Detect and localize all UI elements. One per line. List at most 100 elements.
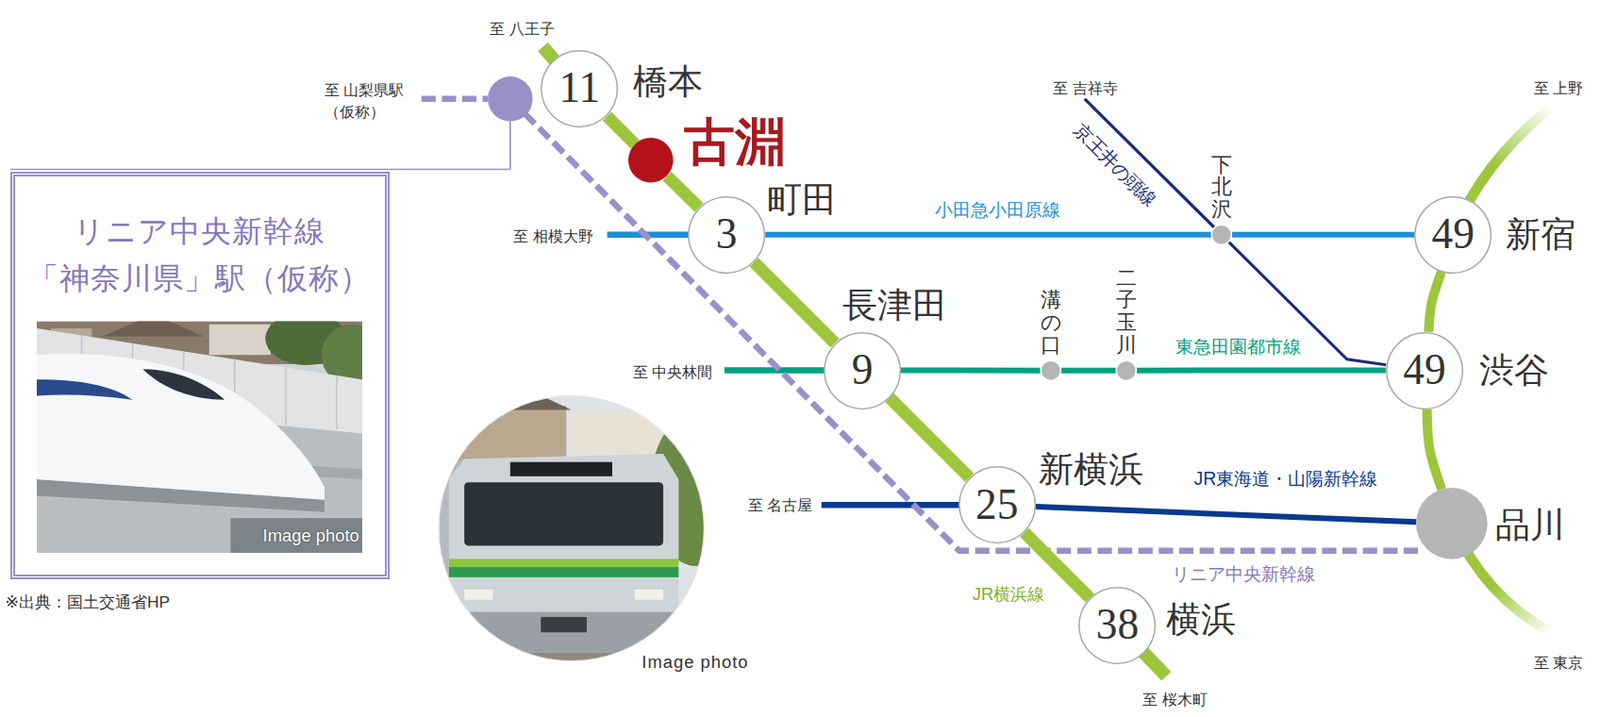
- map-label: 至 中央林間: [633, 360, 714, 383]
- callout-box: リニア中央新幹線 「神奈川県」駅（仮称） Image photo: [10, 171, 390, 581]
- train-photo-part: [464, 482, 664, 546]
- rail-line: [1427, 409, 1443, 490]
- rail-line: [1136, 367, 1386, 374]
- station-name: 渋谷: [1479, 350, 1550, 392]
- station-name: 町田: [766, 179, 837, 221]
- line-name: 小田急小田原線: [932, 198, 1064, 222]
- transfer-station: 溝の口: [1040, 360, 1062, 382]
- rail-line: [1232, 232, 1416, 238]
- map-label: 至 名古屋: [748, 494, 814, 517]
- train-photo-part: [540, 616, 587, 633]
- station-circle: 49新宿: [1414, 196, 1492, 274]
- train-photo-part: [634, 589, 664, 600]
- map-label: 至 山梨県駅 （仮称）: [324, 79, 427, 122]
- callout-title: リニア中央新幹線 「神奈川県」駅（仮称）: [15, 207, 385, 304]
- travel-minutes: 49: [1385, 332, 1464, 410]
- map-label: 至 吉祥寺: [1052, 77, 1118, 100]
- featured-station: 古淵: [628, 137, 674, 184]
- station-disc: [1415, 196, 1492, 273]
- station-name: 長津田: [842, 284, 948, 327]
- station-name: 横浜: [1166, 598, 1236, 640]
- station-name: 下北沢: [1211, 153, 1233, 221]
- line-name: 京王井の頭線: [1067, 117, 1163, 213]
- station-disc: [1416, 487, 1488, 560]
- train-photo-frame: [438, 395, 704, 661]
- linear-station-dot: [487, 76, 534, 122]
- station-disc: [824, 332, 901, 409]
- station-disc: [541, 50, 618, 128]
- station-circle: 9長津田: [823, 332, 901, 410]
- train-photo-part: [449, 612, 679, 653]
- map-label: 至 東京: [1533, 651, 1584, 674]
- maglev-photo-part-part: [284, 366, 287, 425]
- map-label: 至 相模大野: [513, 224, 594, 247]
- map-label: ※出典：国土交通省HP: [4, 590, 170, 614]
- travel-minutes: 38: [1078, 586, 1156, 665]
- station-shape: [628, 137, 674, 184]
- rail-line: [606, 116, 635, 145]
- station-name: 橋本: [633, 60, 703, 102]
- train-photo-part: [444, 379, 572, 410]
- station-circle: 3町田: [687, 196, 766, 274]
- station-name: 品川: [1495, 504, 1566, 547]
- leader-line: [10, 121, 511, 170]
- line-name: JR東海道・山陽新幹線: [1190, 467, 1381, 492]
- photo-caption: Image photo: [263, 525, 360, 547]
- train-photo-part: [510, 462, 613, 477]
- station-shape: [1211, 224, 1233, 246]
- maglev-photo-part: [142, 368, 225, 400]
- station-disc: [1116, 360, 1137, 381]
- rail-line: [1061, 367, 1117, 374]
- maglev-photo-part: [36, 379, 134, 400]
- train-photo-part: [449, 566, 679, 578]
- station-shape: [1040, 360, 1062, 382]
- train-photo-part: [464, 589, 493, 600]
- train-photo: [438, 379, 742, 661]
- map-label: 至 上野: [1533, 77, 1584, 100]
- maglev-photo-part-part: [335, 375, 338, 430]
- station-disc: [1211, 224, 1232, 245]
- transfer-station: 二子玉川: [1116, 360, 1137, 382]
- station-disc: [958, 466, 1035, 544]
- station-disc: [1040, 360, 1061, 381]
- travel-minutes: 49: [1414, 196, 1492, 274]
- station-disc: [1079, 587, 1156, 665]
- maglev-photo-part: [230, 517, 363, 553]
- station-shape: [1116, 360, 1137, 382]
- travel-minutes: 11: [540, 50, 618, 128]
- station-name: 古淵: [683, 112, 786, 174]
- station-name: 二子玉川: [1116, 266, 1137, 357]
- rail-line: [1035, 506, 1417, 522]
- maglev-photo-part: [36, 353, 325, 500]
- rail-line: [1428, 271, 1442, 333]
- station-circle: 11橋本: [540, 50, 618, 128]
- rail-line: [765, 232, 1212, 238]
- station-circle: 25新横浜: [958, 466, 1036, 544]
- terminal-station: 品川: [1416, 487, 1488, 560]
- rail-line: [900, 367, 1041, 374]
- line-stubs: [10, 47, 1551, 677]
- map-label: JR横浜線: [972, 582, 1045, 607]
- rail-line: [753, 262, 835, 344]
- station-circle: 49渋谷: [1385, 332, 1464, 410]
- rail-line: [889, 398, 970, 479]
- line-name: 東急田園都市線: [1172, 334, 1304, 359]
- rail-line: [666, 176, 700, 208]
- maglev-photo-part: [101, 321, 204, 337]
- train-photo-part: [449, 558, 679, 567]
- train-photo-part: [449, 453, 679, 653]
- map-label: Image photo: [641, 650, 749, 675]
- station-disc: [1386, 332, 1464, 409]
- map-label: 至 桜木町: [1142, 688, 1208, 711]
- station-shape: [1416, 487, 1488, 560]
- linear-line-stub: [421, 96, 488, 102]
- travel-minutes: 25: [958, 466, 1036, 544]
- station-name: 新宿: [1505, 214, 1576, 256]
- maglev-photo: [36, 321, 363, 553]
- station-disc: [688, 196, 766, 273]
- map-label: 至 八王子: [489, 17, 555, 40]
